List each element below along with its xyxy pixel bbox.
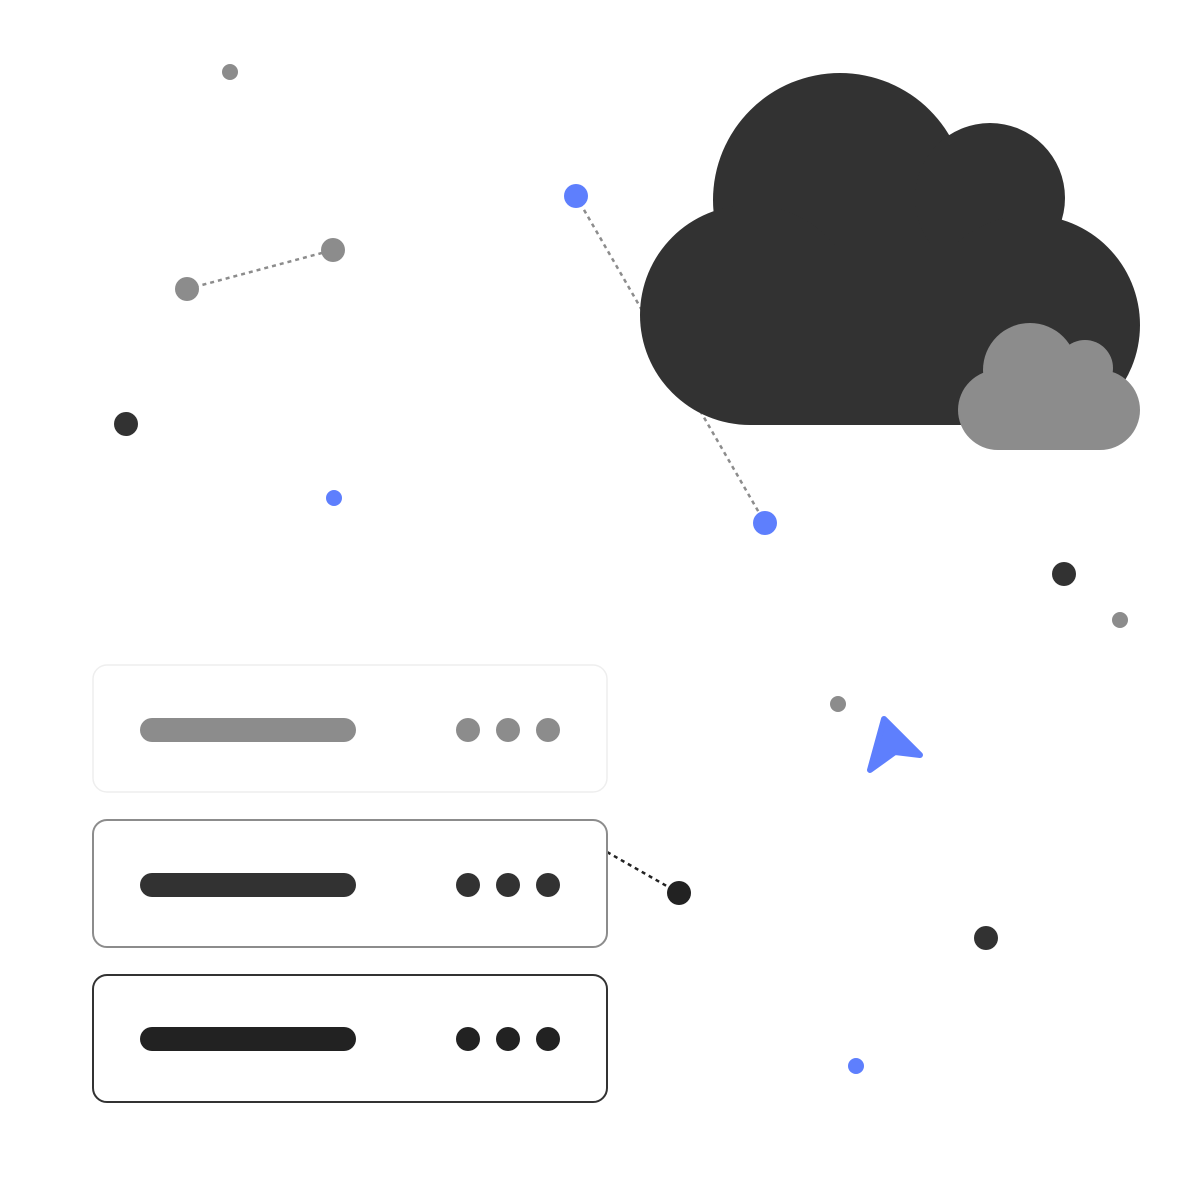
dot-blue bbox=[564, 184, 588, 208]
dot-gray bbox=[175, 277, 199, 301]
three-dots-icon bbox=[456, 718, 560, 742]
server-label-bar bbox=[140, 718, 356, 742]
server-unit bbox=[92, 819, 608, 948]
cursor-arrow-icon bbox=[867, 716, 923, 773]
dot-blue bbox=[326, 490, 342, 506]
server-label-bar bbox=[140, 873, 356, 897]
dot-gray bbox=[1112, 612, 1128, 628]
connector-server bbox=[606, 850, 680, 895]
dot-gray bbox=[222, 64, 238, 80]
connector-blue bbox=[574, 195, 767, 524]
small-cloud-icon bbox=[958, 323, 1140, 450]
three-dots-icon bbox=[456, 873, 560, 897]
dot-gray bbox=[830, 696, 846, 712]
dot-gray bbox=[321, 238, 345, 262]
dot-blue bbox=[848, 1058, 864, 1074]
server-stack bbox=[92, 664, 608, 1103]
server-label-bar bbox=[140, 1027, 356, 1051]
dot-dark bbox=[974, 926, 998, 950]
dot-dark bbox=[667, 881, 691, 905]
server-unit bbox=[92, 664, 608, 793]
server-unit bbox=[92, 974, 608, 1103]
dot-dark bbox=[1052, 562, 1076, 586]
connector-gray bbox=[186, 248, 334, 291]
dot-dark bbox=[114, 412, 138, 436]
dot-blue bbox=[753, 511, 777, 535]
three-dots-icon bbox=[456, 1027, 560, 1051]
